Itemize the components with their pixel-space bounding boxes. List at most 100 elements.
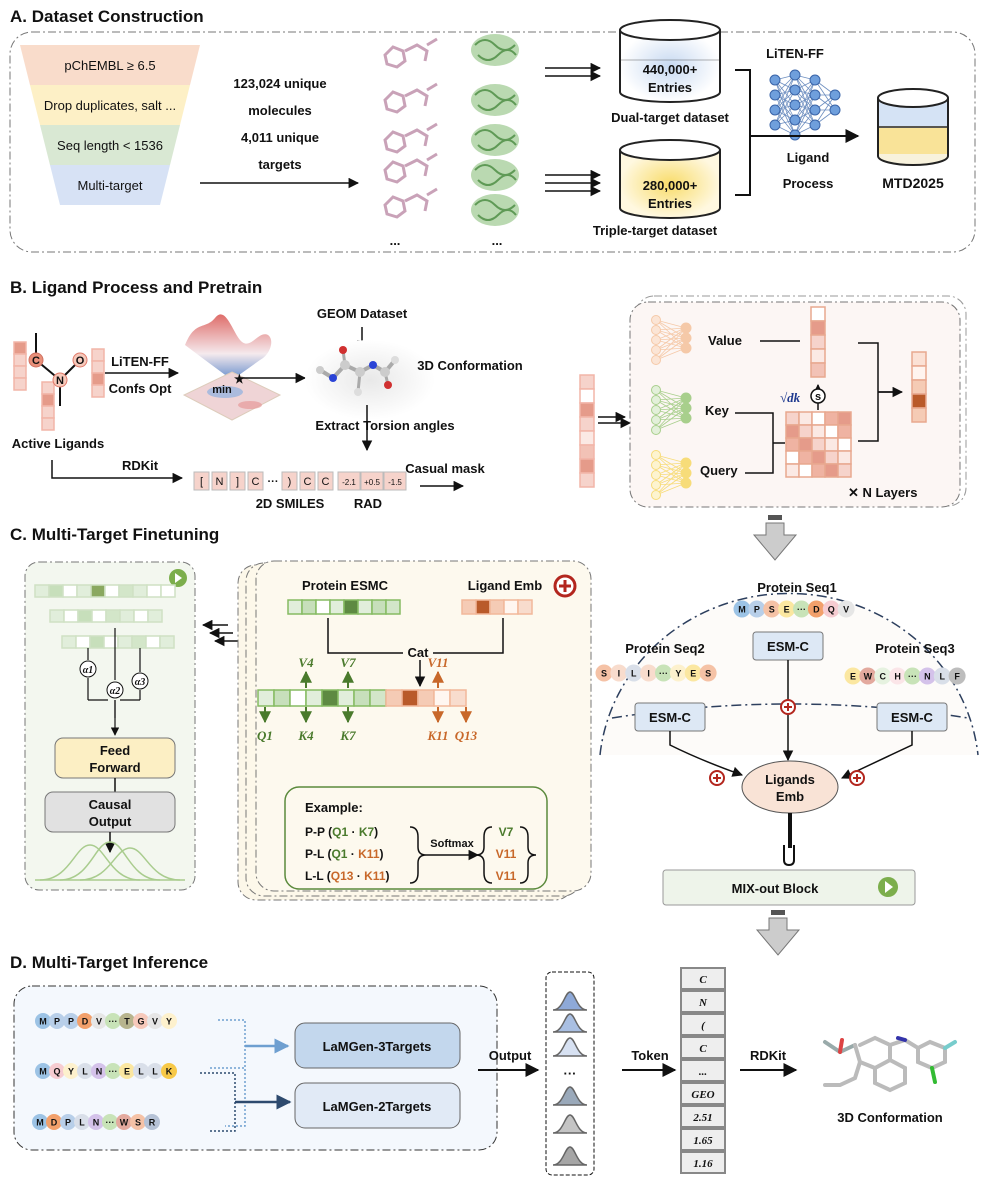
ligand-cell [461,599,477,615]
example-row: L-L (Q13 · K11) [305,869,390,883]
residue-bead [763,600,781,618]
left-brace-values [475,826,493,884]
distribution-column [545,971,595,1176]
esmc-cell [315,599,331,615]
atom-vector-cell [13,341,27,355]
token-cell [680,990,726,1013]
dual-count: 440,000+ [643,62,698,77]
stat-line: 4,011 unique [241,130,319,145]
smiles-token-text: C [304,476,312,488]
residue-letter: Q [828,605,835,615]
attention-cell [837,463,852,478]
mixout-cell [62,584,78,598]
filter-funnel: pChEMBL ≥ 6.5 Drop duplicates, salt ... … [20,45,200,205]
smiles-token [247,471,264,491]
attention-cell [811,463,826,478]
nn-edge [794,79,816,136]
add-icon-glyph [784,703,792,711]
atom-label: N [56,375,64,387]
nn-node [651,470,661,480]
nn-edge [794,94,816,136]
output-cell [911,407,927,423]
residue-letter: P [754,605,760,615]
minimum-star-icon: ★ [234,372,245,386]
residue-letter: I [618,669,621,679]
smiles-token-text: C [252,476,260,488]
residue-letter: S [601,669,607,679]
example-term: K11 [358,847,380,861]
smiles-token [193,471,210,491]
residue-bead [35,1013,51,1029]
ligands-emb-label: Ligands [765,772,815,787]
section-d-title: D. Multi-Target Inference [10,953,208,972]
ellipsis: ... [492,233,503,248]
attention-cell [798,411,813,426]
embedding-cell [579,388,595,404]
mixout-cell [90,584,106,598]
token-text: ( [701,1020,706,1032]
residue-letter: L [940,672,946,682]
output-cell [911,351,927,367]
residue-bead [116,1114,132,1130]
value-cell [810,348,826,364]
esmc-cell [371,599,387,615]
softmax-label: Softmax [430,838,474,850]
geom-dataset-label: GEOM Dataset [317,306,408,321]
token-cell [680,1059,726,1082]
attention-matrix [785,411,852,478]
nn-node [651,355,661,365]
attention-cell [811,424,826,439]
nn-edge [655,472,687,496]
residue-letter: D [51,1118,58,1128]
ligands-emb-label: Emb [776,789,804,804]
residue-letter: V [96,1017,102,1027]
esmc-cell [385,599,401,615]
esm-c-label: ESM-C [767,639,810,654]
output-cell [911,393,927,409]
cat-protein-cell [369,689,387,707]
nn-node [789,114,801,126]
atom-vector-cell [91,372,105,386]
distribution-curve [552,1013,588,1033]
nn-node [651,405,661,415]
nn-node [769,74,781,86]
residue-bead [49,1063,65,1079]
attention-cell [785,437,800,452]
protein-helix [474,199,517,221]
nn-node [680,332,692,344]
nn-node [651,315,661,325]
value-cell [810,320,826,336]
mixout-cell [76,584,92,598]
residue-bead [60,1114,76,1130]
residue-bead [147,1013,163,1029]
mixout-cell [61,635,77,649]
ligand-emb-label: Ligand Emb [468,578,542,593]
attention-cell [785,450,800,465]
add-icon-glyph [713,774,721,782]
embedding-cell [579,402,595,418]
sqrt-dk-label: √dk [780,390,801,405]
residue-bead [130,1114,146,1130]
token-text: GEO [691,1089,714,1101]
example-term: P-L ( [305,847,331,861]
nn-node [680,342,692,354]
alpha-node [106,681,124,699]
attention-cell [811,437,826,452]
rad-token [337,471,361,491]
value-cell [810,362,826,378]
qk-label: Q1 [257,728,273,743]
triple-target-label: Triple-target dataset [593,223,718,238]
residue-bead [88,1114,104,1130]
nn-node [651,415,661,425]
example-term: ) [374,825,378,839]
qk-label: K11 [427,728,449,743]
mixout-cell [89,635,105,649]
residue-letter: S [769,605,775,615]
nn-node [680,402,692,414]
stat-line: targets [258,157,301,172]
dual-target-label: Dual-target dataset [611,110,729,125]
atom-vector-cell [13,377,27,391]
